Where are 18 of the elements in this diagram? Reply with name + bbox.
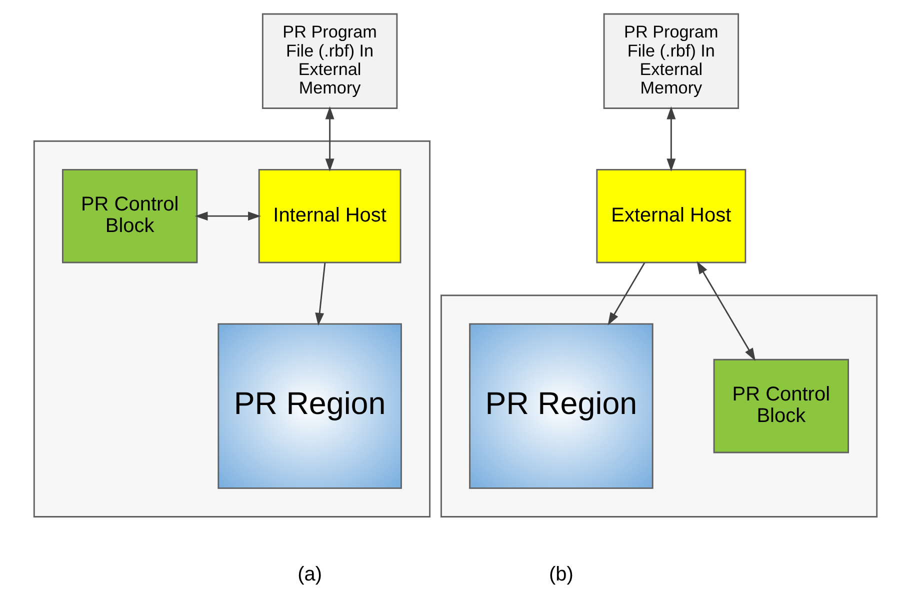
node-box: PR Region: [468, 323, 653, 489]
arrow: [666, 106, 676, 172]
node-box: PR Program File (.rbf) In External Memory: [261, 13, 398, 109]
cluster: [32, 140, 430, 518]
arrow: [194, 212, 260, 221]
node-box: Internal Host: [258, 168, 401, 264]
node-box: PR Control Block: [61, 168, 198, 264]
label: (a): [297, 564, 322, 586]
arrow: [607, 262, 645, 326]
node-box: PR Control Block: [712, 358, 848, 454]
node-box: PR Region: [217, 323, 402, 489]
node-box: PR Program File (.rbf) In External Memory: [602, 13, 739, 109]
node-box: External Host: [596, 168, 746, 264]
arrow: [324, 106, 334, 172]
arrow: [314, 262, 326, 326]
arrow: [696, 260, 755, 361]
label: (b): [548, 564, 573, 586]
cluster: [440, 294, 878, 518]
